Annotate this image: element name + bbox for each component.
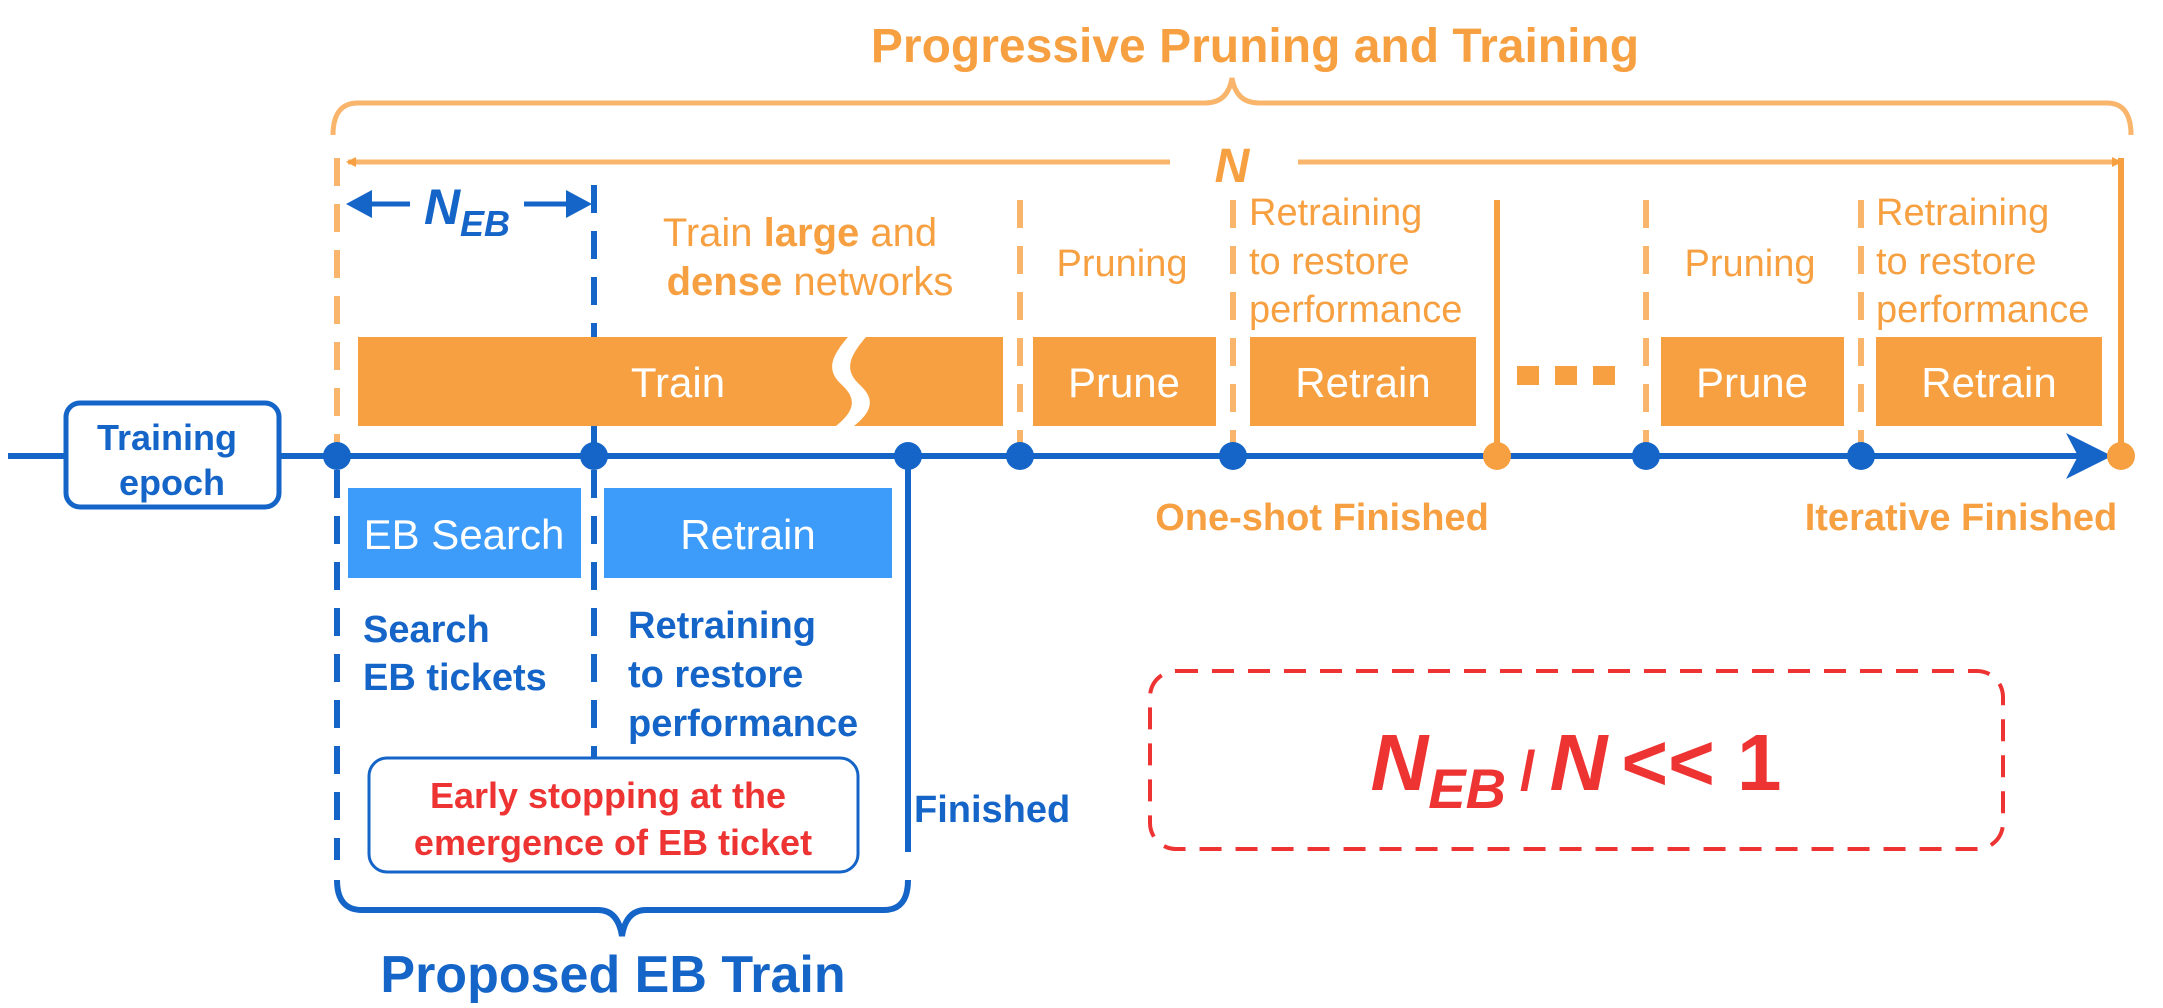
retraining-desc-1-line2: to restore	[1249, 241, 1410, 283]
retraining-desc-2-line3: performance	[1876, 289, 2089, 331]
diagram-title: Progressive Pruning and Training	[871, 20, 1639, 73]
early-stop-box	[367, 756, 860, 874]
timeline-dot-start	[323, 442, 351, 470]
retraining-desc-1-line3: performance	[1249, 289, 1462, 331]
training-epoch-box	[63, 400, 282, 510]
eb-retrain-bar-label: Retrain	[680, 511, 815, 558]
ratio-slash: /	[1520, 739, 1536, 802]
retraining-desc-2-line2: to restore	[1876, 241, 2037, 283]
retraining-desc-1-line1: Retraining	[1249, 192, 1422, 234]
timeline-dot-prune2-end	[1847, 442, 1875, 470]
neb-label: NEB	[424, 179, 510, 244]
train-desc-line1-post: and	[859, 211, 937, 255]
ellipsis-dot-3	[1593, 366, 1615, 385]
train-description-line2: dense networks	[667, 260, 954, 304]
n-label: N	[1215, 140, 1251, 193]
one-shot-finished-label: One-shot Finished	[1155, 497, 1489, 539]
train-desc-line2-bold: dense	[667, 260, 783, 304]
iterative-finished-label: Iterative Finished	[1805, 497, 2118, 539]
pruning-label-1: Pruning	[1057, 243, 1188, 285]
top-brace	[330, 77, 2134, 136]
train-bar-tail	[850, 337, 1003, 426]
eb-retrain-desc: Retraining to restore performance	[628, 605, 858, 745]
train-desc-line1-pre: Train	[663, 211, 764, 255]
eb-search-bar-label: EB Search	[364, 511, 565, 558]
retrain-bar-2	[1876, 337, 2102, 426]
bottom-brace	[334, 879, 911, 937]
ratio-rest: << 1	[1621, 718, 1781, 807]
eb-retrain-desc-line2: to restore	[628, 654, 803, 696]
early-stop-line2: emergence of EB ticket	[414, 822, 812, 863]
proposed-eb-train-label: Proposed EB Train	[380, 946, 845, 1004]
training-epoch-line1: Training	[97, 417, 237, 458]
prune-bar-2	[1661, 337, 1844, 426]
retrain-bar-1	[1250, 337, 1476, 426]
retraining-desc-1: Retraining to restore performance	[1249, 192, 1462, 331]
eb-finished-label: Finished	[914, 789, 1070, 831]
ellipsis-dot-1	[1517, 366, 1539, 385]
retraining-desc-2: Retraining to restore performance	[1876, 192, 2089, 331]
timeline-dot-neb	[580, 442, 608, 470]
ratio-expression: NEB/N<< 1	[1370, 718, 1781, 820]
retraining-desc-2-line1: Retraining	[1876, 192, 2049, 234]
neb-label-sub: EB	[460, 203, 510, 244]
train-desc-line2-post: networks	[782, 260, 953, 304]
timeline-dot-iterative	[2107, 442, 2135, 470]
training-epoch-line2: epoch	[119, 462, 225, 503]
train-bar	[358, 337, 852, 426]
early-stop-line1: Early stopping at the	[430, 775, 786, 816]
eb-search-desc: Search EB tickets	[363, 609, 547, 699]
timeline-dot-train-end	[1006, 442, 1034, 470]
timeline-arrowhead	[2066, 433, 2112, 479]
ellipsis-dot-2	[1555, 366, 1577, 385]
prune-bar-1	[1033, 337, 1216, 426]
prune-bar-1-label: Prune	[1068, 359, 1180, 406]
eb-search-desc-line1: Search	[363, 609, 490, 651]
pruning-label-2: Pruning	[1685, 243, 1816, 285]
ratio-box	[1148, 669, 2005, 851]
eb-retrain-desc-line3: performance	[628, 703, 858, 745]
prune-bar-2-label: Prune	[1696, 359, 1808, 406]
train-bar-label: Train	[631, 359, 725, 406]
neb-label-main: N	[424, 179, 461, 235]
retrain-bar-1-label: Retrain	[1295, 359, 1430, 406]
eb-search-bar	[348, 488, 581, 578]
eb-retrain-bar	[604, 488, 892, 578]
neb-arrowhead-left	[346, 190, 372, 218]
ratio-sub: EB	[1428, 757, 1506, 820]
eb-retrain-desc-line1: Retraining	[628, 605, 816, 647]
ratio-n1: N	[1370, 718, 1430, 807]
train-description: Train large and	[663, 211, 937, 255]
training-epoch-label: Training epoch	[97, 417, 247, 503]
timeline-dot-oneshot	[1483, 442, 1511, 470]
early-stop-text: Early stopping at the emergence of EB ti…	[414, 775, 812, 863]
timeline-dot-prune2-start	[1632, 442, 1660, 470]
neb-arrowhead-right	[566, 190, 592, 218]
ratio-n2: N	[1550, 718, 1610, 807]
eb-search-desc-line2: EB tickets	[363, 657, 547, 699]
timeline-dot-prune-end	[1219, 442, 1247, 470]
train-desc-line1-bold: large	[764, 211, 860, 255]
retrain-bar-2-label: Retrain	[1921, 359, 2056, 406]
